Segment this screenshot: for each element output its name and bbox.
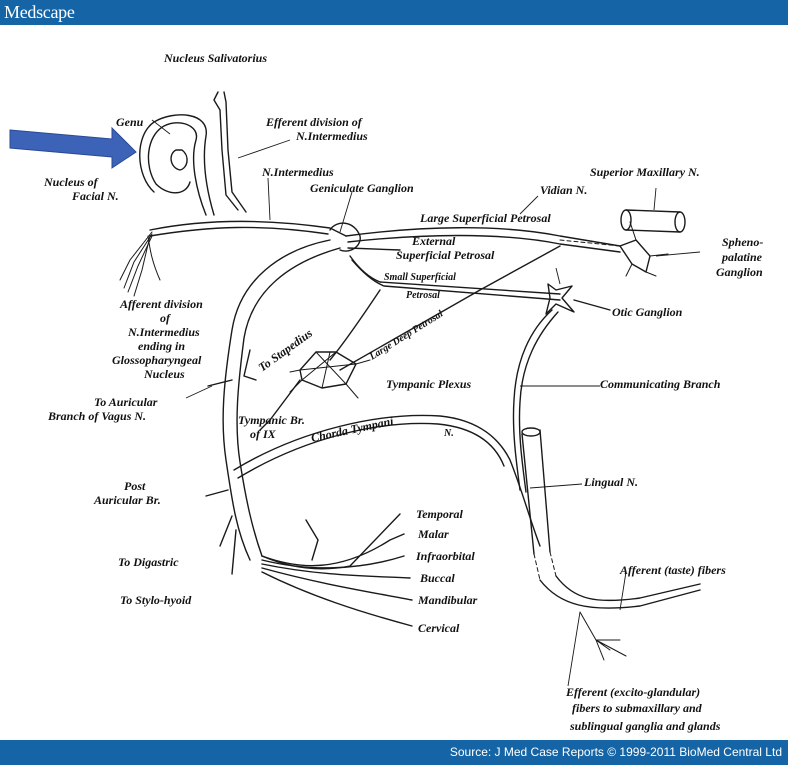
label-external-2: Superficial Petrosal <box>396 248 495 262</box>
label-cervical: Cervical <box>418 621 460 635</box>
label-small-superficial: Small Superficial <box>384 272 456 283</box>
label-temporal: Temporal <box>416 507 464 521</box>
header-bar: Medscape <box>0 0 788 25</box>
label-post-auricular-2: Auricular Br. <box>93 493 161 507</box>
label-large-deep-petrosal: Large Deep Petrosal <box>367 308 445 363</box>
label-nucleus-facial-1: Nucleus of <box>43 175 99 189</box>
label-efferent-glandular-1: Efferent (excito-glandular) <box>565 685 700 699</box>
footer-bar: Source: J Med Case Reports © 1999-2011 B… <box>0 740 788 765</box>
label-nucleus-salivatorius: Nucleus Salivatorius <box>163 51 267 65</box>
blue-arrow-icon <box>9 126 137 169</box>
label-afferent-5: Glossopharyngeal <box>112 353 202 367</box>
label-buccal: Buccal <box>419 571 455 585</box>
label-tympanic-plexus: Tympanic Plexus <box>386 377 472 391</box>
label-to-auricular-2: Branch of Vagus N. <box>47 409 146 423</box>
label-large-superficial-petrosal: Large Superficial Petrosal <box>419 211 551 225</box>
facial-nerve-diagram: Nucleus Salivatorius Genu Efferent divis… <box>9 51 763 733</box>
label-afferent-6: Nucleus <box>143 367 185 381</box>
label-to-stapedius: To Stapedius <box>256 326 316 375</box>
nerve-lines <box>119 91 701 661</box>
label-superior-maxillary: Superior Maxillary N. <box>590 165 700 179</box>
source-credit: Source: J Med Case Reports © 1999-2011 B… <box>449 745 782 759</box>
label-tympanic-br-2: of IX <box>250 427 277 441</box>
label-tympanic-br-1: Tympanic Br. <box>238 413 305 427</box>
label-afferent-4: ending in <box>138 339 185 353</box>
label-afferent-1: Afferent division <box>119 297 203 311</box>
label-efferent-division-1: Efferent division of <box>265 115 363 129</box>
label-otic-ganglion: Otic Ganglion <box>612 305 683 319</box>
label-lingual: Lingual N. <box>583 475 638 489</box>
label-communicating-branch: Communicating Branch <box>600 377 721 391</box>
label-to-stylohyoid: To Stylo-hyoid <box>120 593 192 607</box>
label-n-intermedius: N.Intermedius <box>261 165 334 179</box>
label-nucleus-facial-2: Facial N. <box>71 189 119 203</box>
label-chorda-tympani: Chorda Tympani <box>310 414 396 445</box>
medscape-logo[interactable]: Medscape <box>4 2 75 22</box>
label-vidian: Vidian N. <box>540 183 587 197</box>
label-petrosal: Petrosal <box>406 290 440 301</box>
label-malar: Malar <box>417 527 449 541</box>
label-infraorbital: Infraorbital <box>415 549 475 563</box>
label-spheno-3: Ganglion <box>716 265 763 279</box>
label-external-1: External <box>411 234 456 248</box>
leader-lines <box>151 119 701 687</box>
label-geniculate-ganglion: Geniculate Ganglion <box>310 181 414 195</box>
label-to-auricular-1: To Auricular <box>94 395 158 409</box>
label-genu: Genu <box>116 115 144 129</box>
label-efferent-division-2: N.Intermedius <box>295 129 368 143</box>
label-chorda-n: N. <box>443 428 454 439</box>
label-to-digastric: To Digastric <box>118 555 179 569</box>
labels: Nucleus Salivatorius Genu Efferent divis… <box>43 51 763 733</box>
label-spheno-2: palatine <box>721 250 763 264</box>
label-mandibular: Mandibular <box>417 593 478 607</box>
label-afferent-3: N.Intermedius <box>127 325 200 339</box>
label-afferent-taste: Afferent (taste) fibers <box>619 563 726 577</box>
label-afferent-2: of <box>160 311 171 325</box>
label-efferent-glandular-2: fibers to submaxillary and <box>572 701 703 715</box>
label-efferent-glandular-3: sublingual ganglia and glands <box>569 719 721 733</box>
label-post-auricular-1: Post <box>124 479 146 493</box>
label-spheno-1: Spheno- <box>722 235 763 249</box>
